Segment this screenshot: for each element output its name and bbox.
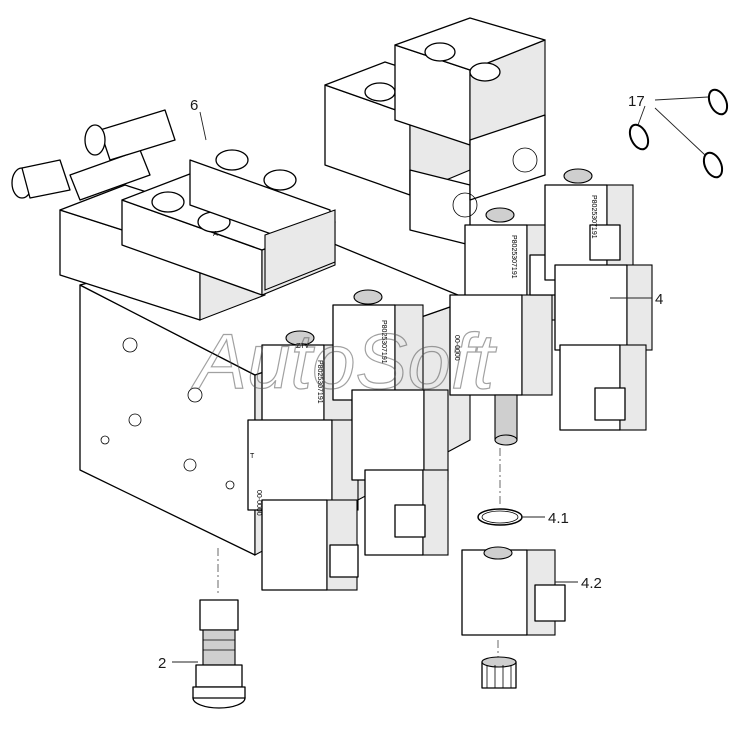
valve-block-6 xyxy=(59,149,336,321)
watermark-text: AutoSoft xyxy=(191,317,498,405)
cartridge-valve-b xyxy=(332,289,449,556)
leader-17c xyxy=(654,107,706,156)
cartridge-valve-4 xyxy=(544,168,653,431)
port-t-text: T xyxy=(250,453,255,460)
part-17-o-rings xyxy=(628,88,729,179)
valve-block-upper xyxy=(324,17,546,246)
leader-17a xyxy=(654,96,709,101)
coil-serial-text-b: P8025307191 xyxy=(380,320,387,364)
coil-serial-text-c: P8025307191 xyxy=(510,235,517,279)
code-text-c: 00-0000 xyxy=(453,335,460,361)
coil-serial-text-d: P8025307191 xyxy=(590,195,597,239)
port-a-text: A xyxy=(213,231,218,238)
callout-4: 4 xyxy=(655,291,663,308)
part-4-2-coil xyxy=(461,546,566,689)
coil-serial-text: P8025307191 xyxy=(316,360,323,404)
part-4-1-o-ring xyxy=(477,448,523,526)
callout-6: 6 xyxy=(190,97,198,114)
callout-4-2: 4.2 xyxy=(581,575,602,592)
part-2-cartridge xyxy=(192,548,246,709)
callout-2: 2 xyxy=(158,655,166,672)
hose-fittings xyxy=(11,109,176,201)
callout-4-1: 4.1 xyxy=(548,510,569,527)
code-text-a: 00-0000 xyxy=(255,490,262,516)
leader-6 xyxy=(199,111,207,141)
callout-17: 17 xyxy=(628,93,645,110)
coil-ztv-text: ZTV xyxy=(296,343,310,350)
leader-17b xyxy=(637,105,646,126)
